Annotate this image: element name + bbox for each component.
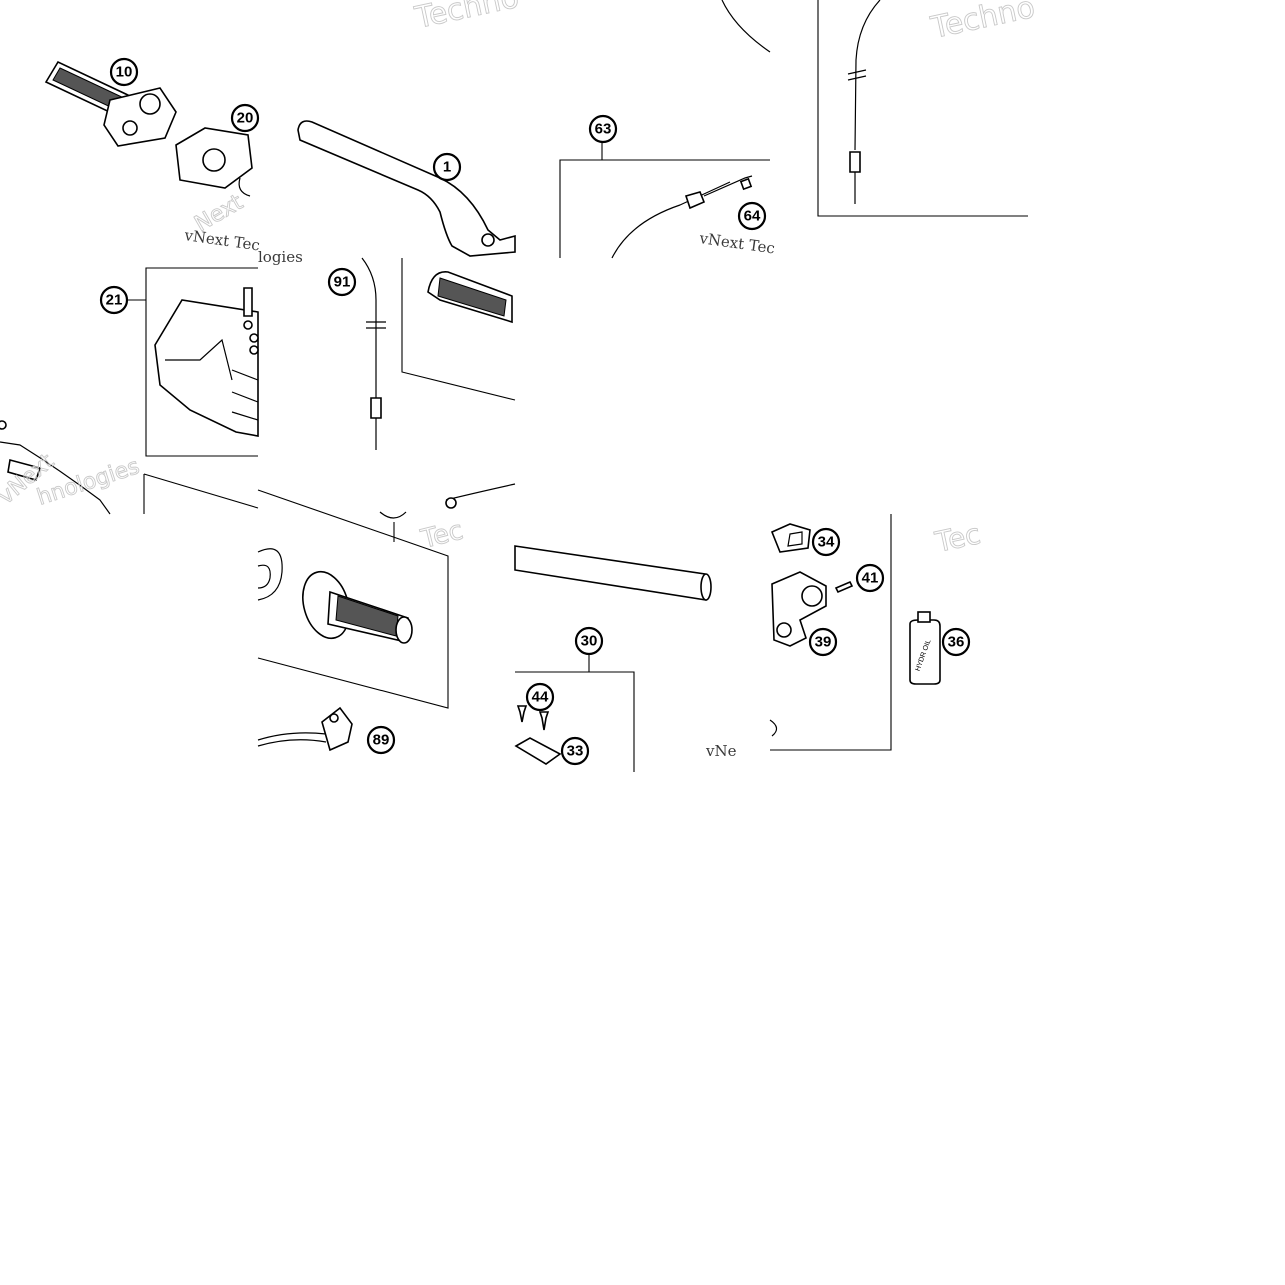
left-edge-fragment: vNext hnologies <box>0 420 143 515</box>
callout-30: 30 <box>574 626 604 656</box>
svg-text:30: 30 <box>581 633 598 650</box>
clamp-assembly-panel <box>769 514 892 751</box>
svg-text:64: 64 <box>744 208 761 225</box>
callout-10: 10 <box>109 57 139 87</box>
callout-39: 39 <box>808 627 838 657</box>
svg-text:89: 89 <box>373 732 390 749</box>
switch-part <box>257 706 353 752</box>
svg-text:1: 1 <box>443 159 451 176</box>
callout-1: 1 <box>432 152 462 182</box>
svg-text:10: 10 <box>116 64 133 81</box>
callout-89: 89 <box>366 725 396 755</box>
watermark-vnext: logies <box>258 248 303 266</box>
callout-20: 20 <box>230 103 260 133</box>
svg-text:39: 39 <box>815 634 832 651</box>
watermark-vnext: vNe <box>705 742 737 760</box>
throttle-grip-part <box>44 60 177 147</box>
svg-text:36: 36 <box>948 634 965 651</box>
clutch-cable-part: logies <box>258 248 386 450</box>
callout-44: 44 <box>525 682 555 712</box>
callout-36: 36 <box>941 627 971 657</box>
throttle-housing-part <box>175 127 253 197</box>
callout-63: 63 <box>588 114 618 144</box>
callout-34: 34 <box>811 527 841 557</box>
handlebar-part <box>297 120 516 257</box>
svg-text:33: 33 <box>567 743 584 760</box>
tile-top-right: Techno <box>817 0 1038 217</box>
watermark-vnext: vNext Tec <box>182 226 261 255</box>
hydraulic-oil-bottle-part: HYDR OIL Tec <box>909 517 984 685</box>
cable-fragment <box>721 0 771 53</box>
callout-41: 41 <box>855 563 885 593</box>
svg-text:20: 20 <box>237 110 254 127</box>
callout-91: 91 <box>327 267 357 297</box>
callout-33: 33 <box>560 736 590 766</box>
master-cylinder-kit-panel: vNe <box>514 654 737 772</box>
handlebar-end-part <box>514 545 712 601</box>
svg-text:63: 63 <box>595 121 612 138</box>
grip-box-panel: Tec <box>143 473 467 709</box>
watermark-brand: Tec <box>417 516 466 555</box>
cable-assembly-part <box>559 140 770 259</box>
svg-text:44: 44 <box>532 689 549 706</box>
watermark-brand: Techno <box>411 0 522 36</box>
callout-21: 21 <box>99 285 129 315</box>
svg-text:41: 41 <box>862 570 879 587</box>
hand-guard-part <box>128 267 259 457</box>
svg-text:91: 91 <box>334 274 351 291</box>
watermark-brand: Techno <box>927 0 1038 46</box>
grip-panel-part <box>401 258 516 509</box>
svg-text:34: 34 <box>818 534 835 551</box>
watermark-brand: Tec <box>932 517 984 559</box>
callout-64: 64 <box>737 201 767 231</box>
svg-text:21: 21 <box>106 292 123 309</box>
watermark-vnext: vNext Tec <box>697 229 776 258</box>
